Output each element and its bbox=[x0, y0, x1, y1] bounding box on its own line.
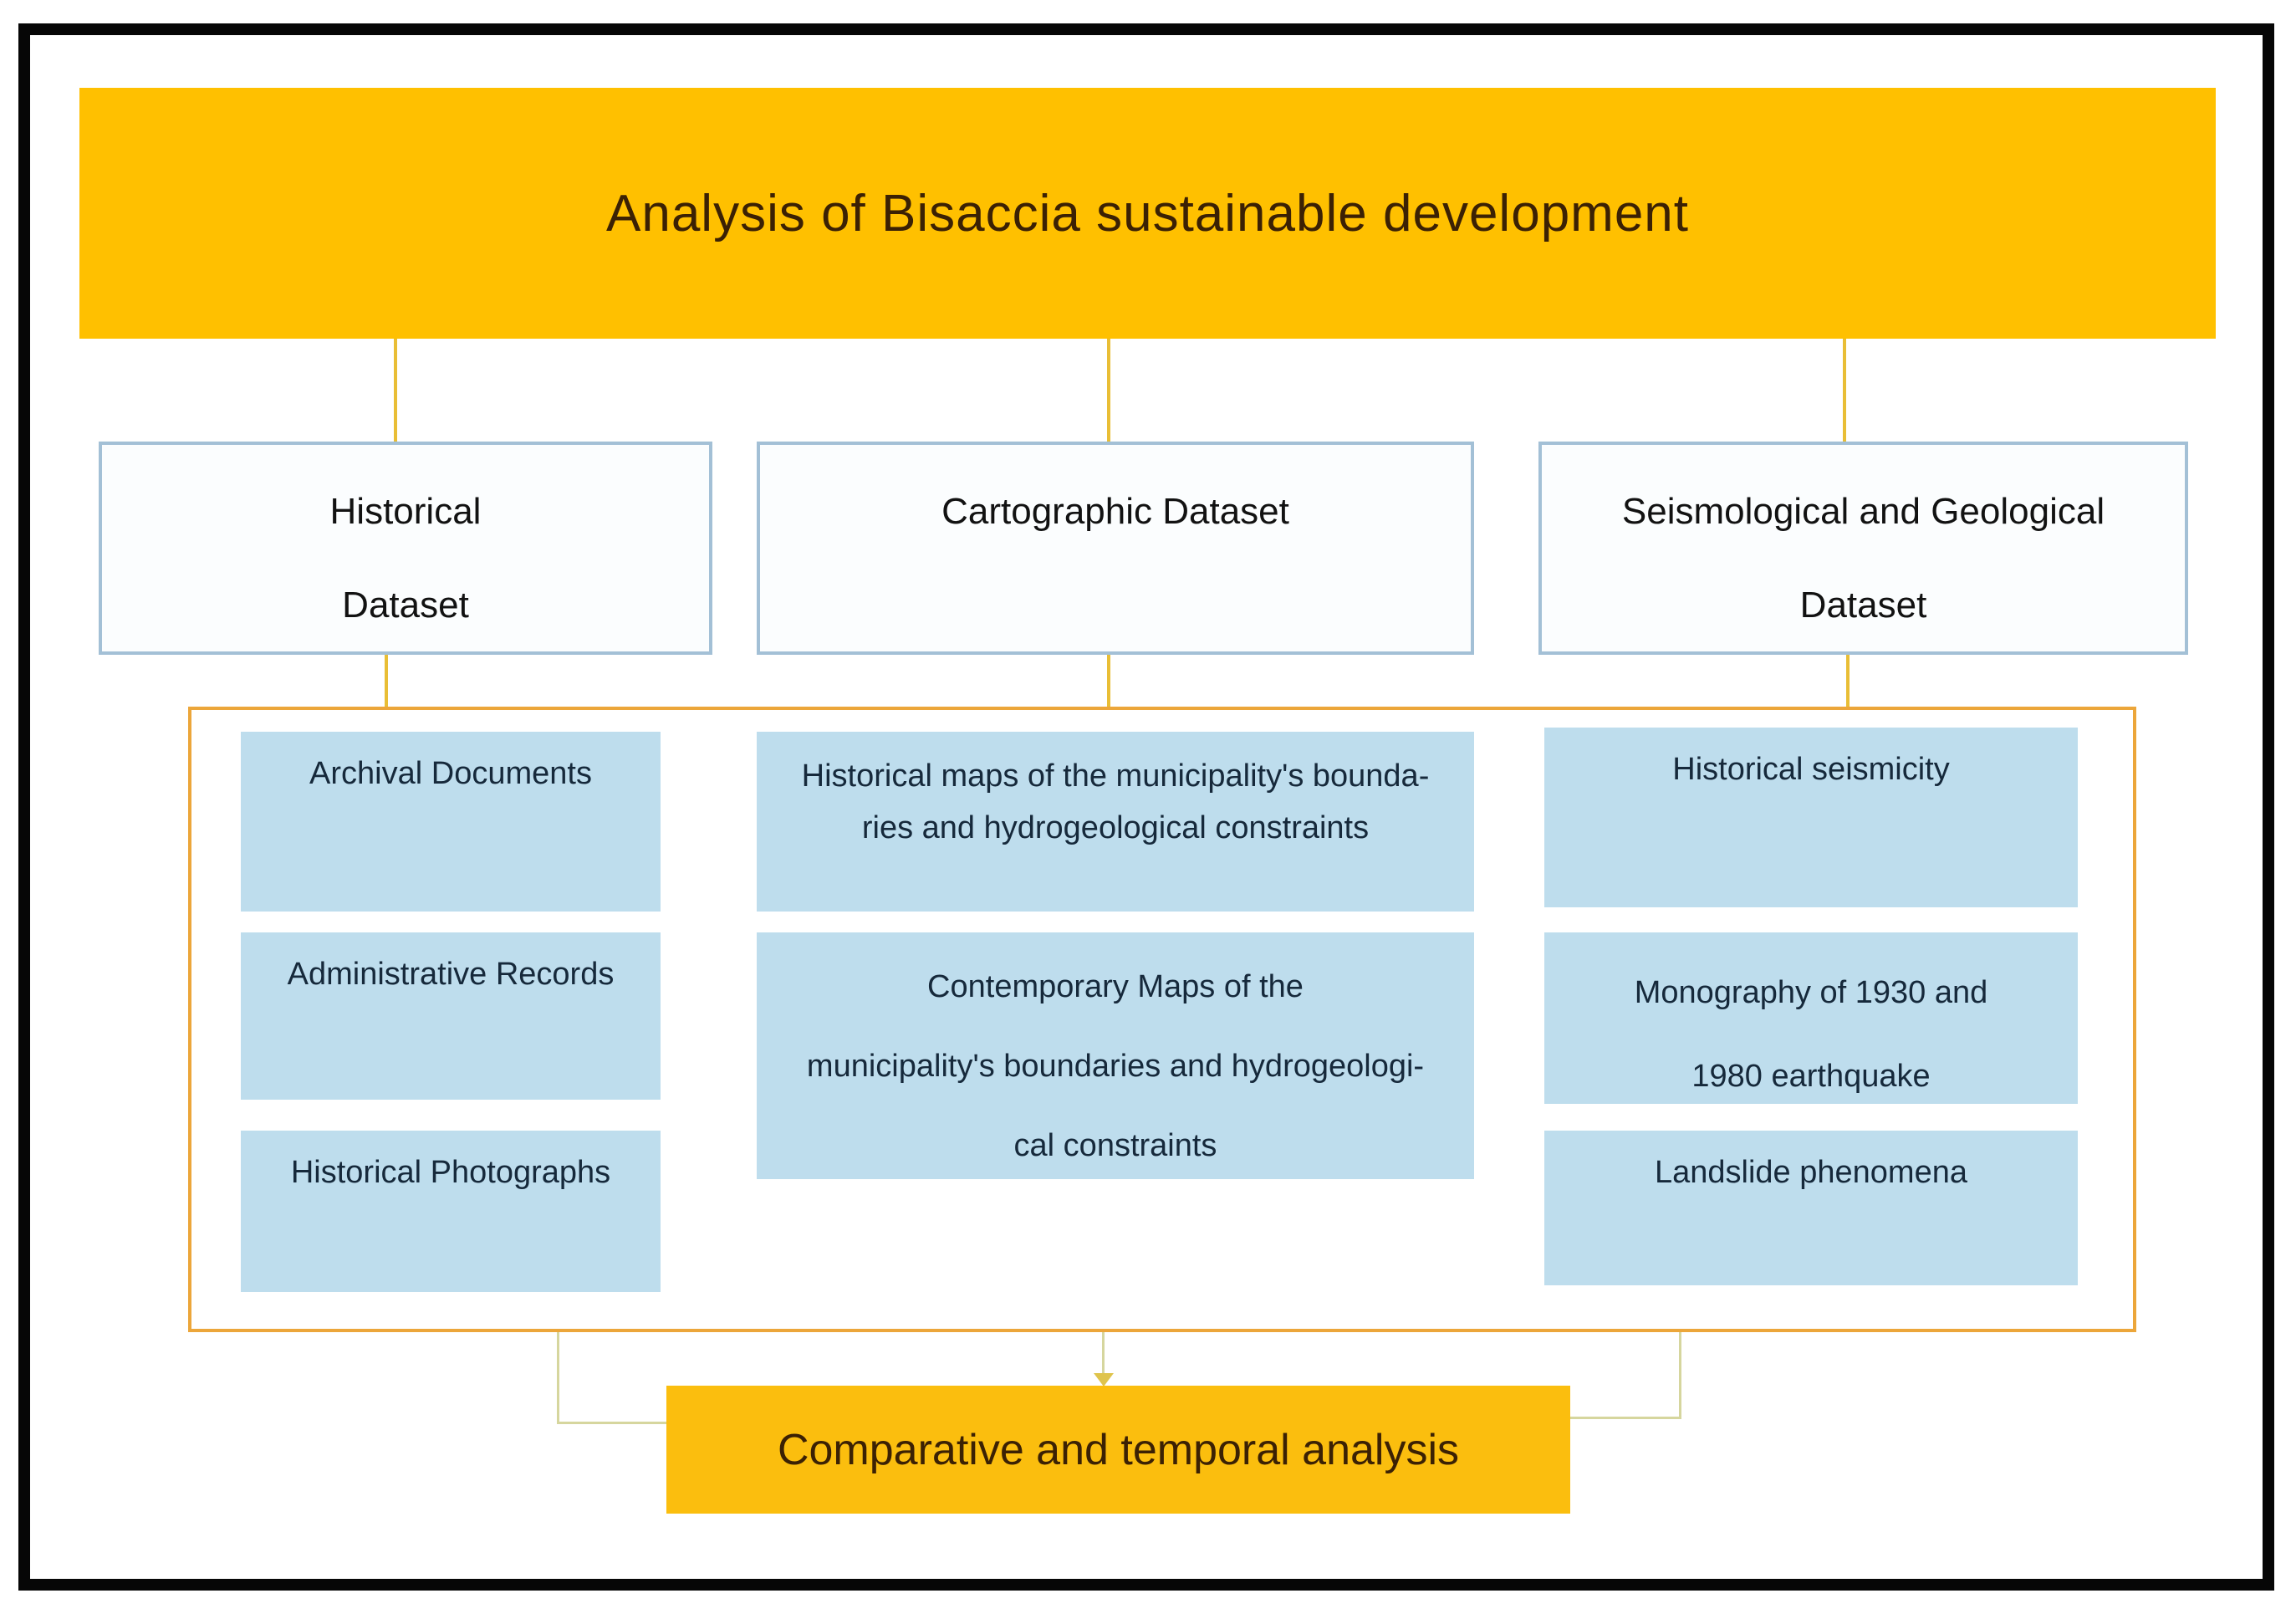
item-monography-earthquake: Monography of 1930 and 1980 earthquake bbox=[1544, 932, 2078, 1104]
outer-frame bbox=[18, 23, 2274, 1591]
diagram-title: Analysis of Bisaccia sustainable develop… bbox=[605, 184, 1690, 243]
connector-historical-container bbox=[385, 655, 388, 708]
item-landslide-phenomena: Landslide phenomena bbox=[1544, 1131, 2078, 1285]
connector-banner-seismological bbox=[1843, 339, 1846, 442]
connector-banner-historical bbox=[394, 339, 397, 442]
item-historical-seismicity-label: Historical seismicity bbox=[1672, 752, 1950, 787]
dataset-box-historical-label: Historical Dataset bbox=[329, 491, 482, 626]
item-historical-maps-label: Historical maps of the municipality's bo… bbox=[801, 758, 1430, 845]
connector-bottom-left-horizontal bbox=[557, 1422, 666, 1424]
dataset-box-cartographic: Cartographic Dataset bbox=[757, 442, 1474, 655]
dataset-box-seismological: Seismological and Geological Dataset bbox=[1538, 442, 2188, 655]
connector-cartographic-container bbox=[1107, 655, 1110, 708]
item-historical-photographs: Historical Photographs bbox=[241, 1131, 661, 1292]
connector-bottom-center-vertical bbox=[1102, 1332, 1105, 1380]
title-banner: Analysis of Bisaccia sustainable develop… bbox=[79, 88, 2216, 339]
item-administrative-records-label: Administrative Records bbox=[287, 957, 615, 992]
connector-bottom-left-vertical bbox=[557, 1332, 559, 1424]
item-administrative-records: Administrative Records bbox=[241, 932, 661, 1100]
item-historical-photographs-label: Historical Photographs bbox=[290, 1155, 611, 1190]
item-contemporary-maps-label: Contemporary Maps of the municipality's … bbox=[806, 969, 1425, 1163]
dataset-box-historical: Historical Dataset bbox=[99, 442, 712, 655]
item-archival-documents: Archival Documents bbox=[241, 732, 661, 912]
item-contemporary-maps: Contemporary Maps of the municipality's … bbox=[757, 932, 1474, 1179]
item-historical-seismicity: Historical seismicity bbox=[1544, 728, 2078, 907]
connector-bottom-right-horizontal bbox=[1570, 1417, 1681, 1419]
arrow-down-icon bbox=[1094, 1373, 1114, 1387]
comparative-analysis-box: Comparative and temporal analysis bbox=[666, 1386, 1570, 1514]
connector-bottom-right-vertical bbox=[1679, 1332, 1681, 1419]
item-monography-earthquake-label: Monography of 1930 and 1980 earthquake bbox=[1634, 975, 1988, 1094]
item-historical-maps: Historical maps of the municipality's bo… bbox=[757, 732, 1474, 912]
dataset-box-cartographic-label: Cartographic Dataset bbox=[941, 491, 1289, 532]
connector-banner-cartographic bbox=[1107, 339, 1110, 442]
connector-seismological-container bbox=[1846, 655, 1850, 708]
item-archival-documents-label: Archival Documents bbox=[309, 756, 592, 791]
sources-container bbox=[188, 707, 2136, 1332]
item-landslide-phenomena-label: Landslide phenomena bbox=[1655, 1155, 1967, 1190]
dataset-box-seismological-label: Seismological and Geological Dataset bbox=[1621, 491, 2105, 626]
comparative-analysis-label: Comparative and temporal analysis bbox=[777, 1425, 1460, 1474]
